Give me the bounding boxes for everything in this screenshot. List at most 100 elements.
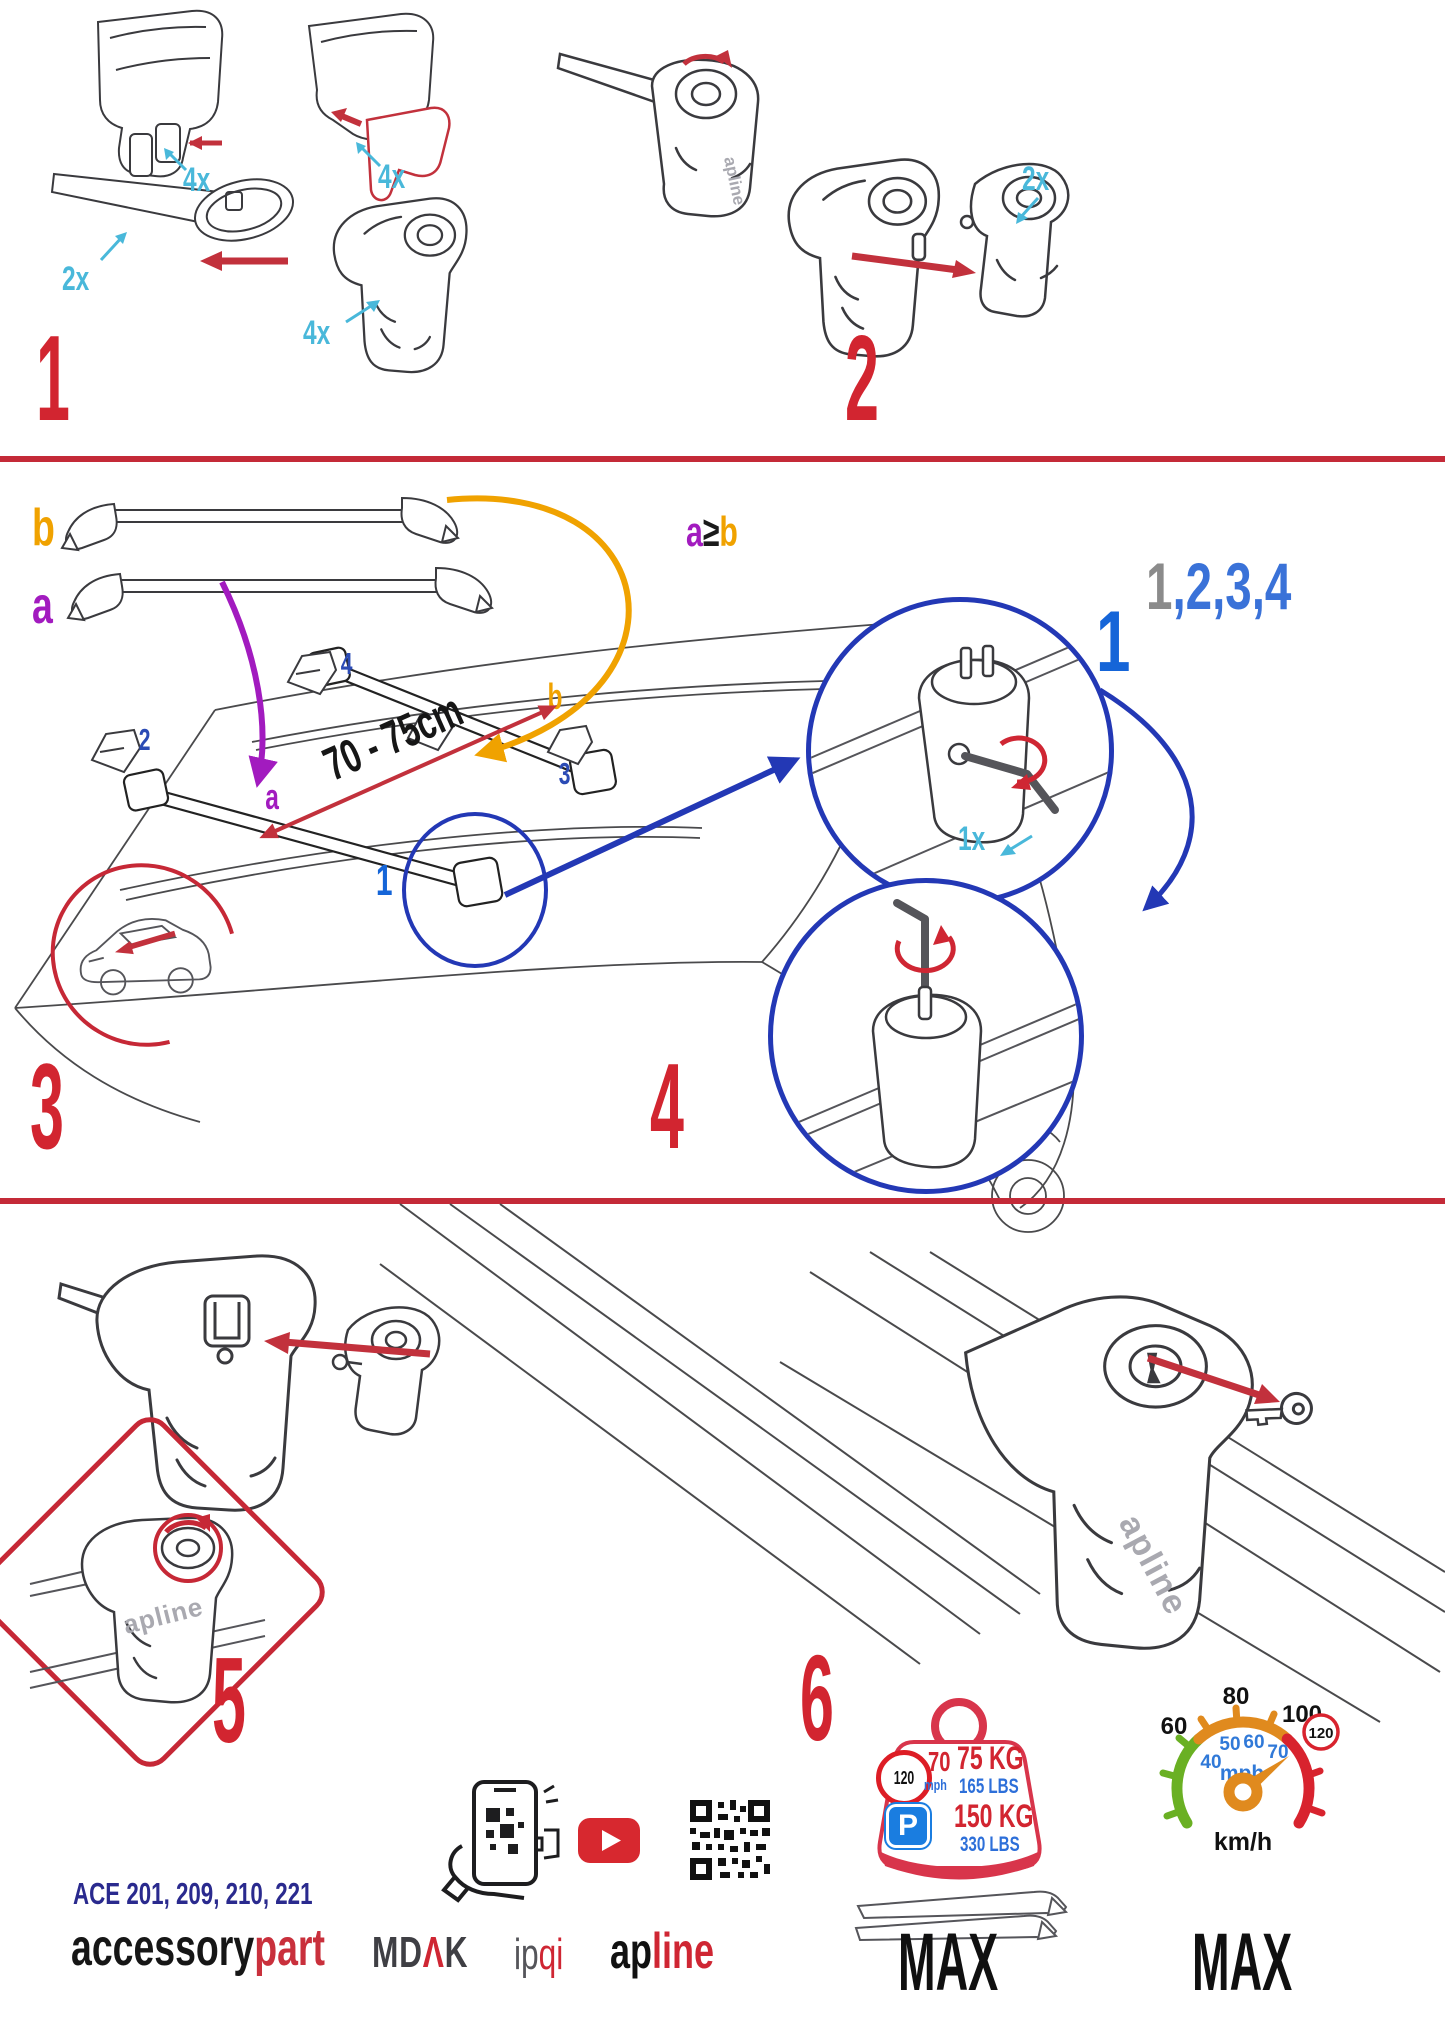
crossbar-b-illustration xyxy=(60,496,460,552)
small-car-illustration xyxy=(79,917,212,996)
qty-bars-label: 2x xyxy=(62,260,90,298)
inner-60: 60 xyxy=(1243,1732,1264,1753)
inner-50: 50 xyxy=(1219,1734,1240,1755)
insert-arrow xyxy=(264,1332,431,1358)
bar-a-label: a xyxy=(32,577,53,635)
qty-pad-label: 4x xyxy=(183,161,211,199)
load-limit-tag: 120 70 mph 75 KG 165 LBS P 150 KG 330 LB… xyxy=(862,1692,1057,1897)
dynamic-load-kg: 75 KG xyxy=(957,1740,1024,1776)
roof-a-label: a xyxy=(265,776,279,817)
ipqi-logo: ipqi xyxy=(514,1930,583,1980)
apline-line: line xyxy=(652,1923,715,1979)
qty-foot-label: 4x xyxy=(303,314,331,352)
detail-circle-2 xyxy=(768,878,1084,1194)
cyan-arrow-icon xyxy=(356,142,382,168)
seq-1: 1 xyxy=(1146,549,1173,623)
insert-lock-arrow xyxy=(851,252,976,278)
keyed-foot-illustration: apline xyxy=(963,1295,1254,1650)
apline-logo: apline xyxy=(610,1922,755,1980)
foot-cover-illustration xyxy=(307,12,451,202)
qr-code xyxy=(690,1800,770,1880)
speedometer: 60 80 100 40 50 60 70 mph 120 km/h xyxy=(1159,1683,1340,1856)
locking-foot-illustration xyxy=(57,1254,317,1512)
section-divider xyxy=(0,1198,1445,1204)
phone-qr-scan-icon xyxy=(441,1780,560,1903)
cyan-arrow-icon xyxy=(1000,834,1033,856)
ipqi-qi: qi xyxy=(538,1930,564,1979)
speed-limit-value: 120 xyxy=(893,1768,915,1788)
crossbar-a-illustration xyxy=(66,566,494,622)
sequence-label: 1,2,3,4 xyxy=(1146,548,1348,624)
limit-120: 120 xyxy=(1308,1725,1333,1742)
inner-40: 40 xyxy=(1200,1752,1221,1773)
foot-fragment-illustration xyxy=(96,9,224,178)
brand-part: part xyxy=(254,1919,325,1977)
rule-op: ≥ xyxy=(702,508,720,555)
qty-key-label: 1x xyxy=(958,820,986,858)
ipqi-ip: ip xyxy=(514,1930,539,1979)
crossbar-illustration xyxy=(50,172,295,242)
cyan-arrow-icon xyxy=(345,300,380,324)
youtube-icon xyxy=(578,1818,640,1863)
key-arrow xyxy=(1146,1354,1280,1404)
roof-pos-2: 2 xyxy=(138,722,151,757)
apline-ap: ap xyxy=(610,1923,653,1979)
outer-60: 60 xyxy=(1161,1713,1188,1740)
bar-distance: 70 - 75cm xyxy=(231,644,564,849)
rule-a: a xyxy=(686,508,703,555)
mdak-k: K xyxy=(444,1928,469,1977)
detail-circle-1 xyxy=(806,597,1114,905)
locked-foot-illustration: apline xyxy=(29,1513,266,1704)
section-divider xyxy=(0,456,1445,462)
detail-1-number: 1 xyxy=(1096,594,1131,690)
lock-cylinder-illustration xyxy=(331,1306,441,1436)
roof-foot-illustration xyxy=(332,197,468,374)
cyan-arrow-icon xyxy=(164,148,188,172)
speed-limit-sign: 120 xyxy=(876,1750,932,1806)
step-4-number: 4 xyxy=(650,1038,684,1174)
parking-sign: P xyxy=(886,1804,930,1848)
size-rule-label: a≥b xyxy=(686,508,758,556)
step-5-number: 5 xyxy=(212,1632,246,1768)
roof-pos-1: 1 xyxy=(375,856,393,905)
mdak-a: Λ xyxy=(422,1928,445,1977)
step-1-number: 1 xyxy=(36,310,70,446)
rule-b: b xyxy=(719,508,738,555)
step-3-number: 3 xyxy=(30,1038,64,1174)
roof-pos-3: 3 xyxy=(558,756,571,791)
step-2-number: 2 xyxy=(845,310,879,446)
mdak-md: MD xyxy=(372,1928,423,1977)
roof-pos-4: 4 xyxy=(340,646,353,681)
speed-value: 70 xyxy=(928,1746,951,1777)
cyan-arrow-icon xyxy=(1016,196,1040,224)
speed-unit: mph xyxy=(924,1777,947,1794)
parking-p: P xyxy=(897,1809,918,1842)
dynamic-load-lbs: 165 LBS xyxy=(959,1775,1019,1798)
roof-rail-lines xyxy=(379,1203,1041,1665)
accessorypart-logo: accessorypart xyxy=(71,1918,424,1978)
qty-cover-label: 4x xyxy=(378,158,406,196)
lock-cover-illustration xyxy=(959,162,1070,318)
cyan-arrow-icon xyxy=(99,232,127,262)
max-load-label: MAX xyxy=(898,1917,999,2008)
max-speed-label: MAX xyxy=(1192,1917,1293,2008)
annotation-arrows xyxy=(219,495,1195,912)
brand-accessory: accessory xyxy=(71,1919,255,1977)
bar-foot-assembly-illustration: apline xyxy=(556,50,760,218)
seq-rest: ,2,3,4 xyxy=(1172,549,1292,623)
insert-bar-arrow xyxy=(200,251,288,271)
mdak-logo: MDΛK xyxy=(372,1928,506,1978)
bar-b-label: b xyxy=(32,499,55,557)
inner-70: 70 xyxy=(1267,1742,1288,1763)
outer-80: 80 xyxy=(1223,1683,1250,1710)
static-load-kg: 150 KG xyxy=(954,1798,1034,1834)
kmh-label: km/h xyxy=(1214,1828,1272,1856)
distance-arrow xyxy=(259,705,558,839)
static-load-lbs: 330 LBS xyxy=(960,1833,1020,1856)
qty-lock-label: 2x xyxy=(1022,160,1050,198)
model-numbers: ACE 201, 209, 210, 221 xyxy=(73,1876,313,1911)
key-illustration xyxy=(1245,1391,1313,1427)
crossbars-sketch xyxy=(854,1890,1069,1942)
foot1-highlight-circle xyxy=(402,812,548,968)
